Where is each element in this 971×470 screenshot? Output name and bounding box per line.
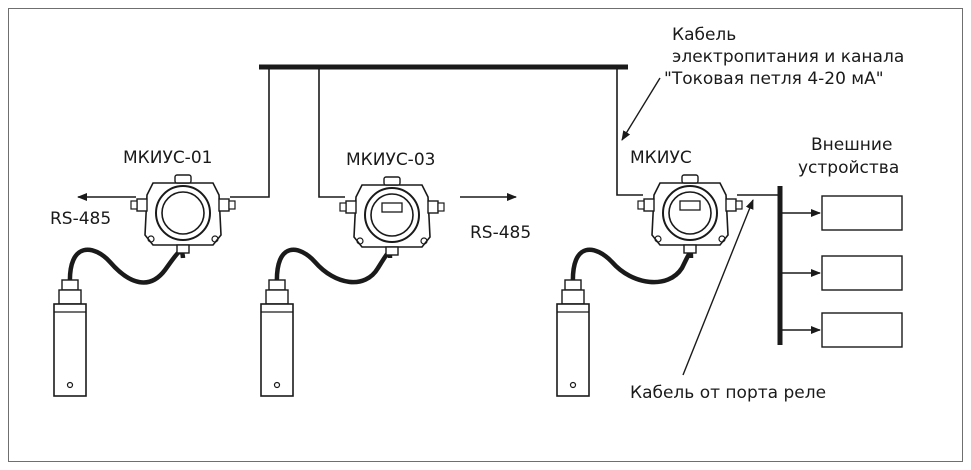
label-rs485-left: RS-485 <box>50 209 111 229</box>
label-cable-line2: электропитания и канала <box>672 47 904 67</box>
cable-pointer-arrow <box>621 77 661 141</box>
feed-line-device3 <box>616 67 643 196</box>
probe-cable-3 <box>570 247 694 286</box>
probe-cable-1 <box>67 247 186 286</box>
device-mkius <box>637 174 743 254</box>
probe-2 <box>260 279 294 397</box>
label-device2: МКИУС-03 <box>346 150 435 170</box>
probe-1 <box>53 279 87 397</box>
device-mkius-01 <box>130 174 236 254</box>
label-external-line1: Внешние <box>811 135 892 155</box>
external-device-1 <box>821 195 903 231</box>
label-cable-line3: "Токовая петля 4-20 мА" <box>664 69 884 89</box>
label-device1: МКИУС-01 <box>123 148 212 168</box>
external-device-3 <box>821 312 903 348</box>
feed-line-device1 <box>230 67 270 198</box>
probe-3 <box>556 279 590 397</box>
label-rs485-right: RS-485 <box>470 223 531 243</box>
diagram-frame <box>8 8 963 462</box>
relay-pointer-arrow <box>682 199 754 376</box>
label-device3: МКИУС <box>630 148 692 168</box>
probe-cable-2 <box>274 247 393 286</box>
label-external-line2: устройства <box>798 158 899 178</box>
feed-line-device2 <box>318 67 345 198</box>
label-cable-line1: Кабель <box>672 25 736 45</box>
label-relay-cable: Кабель от порта реле <box>630 383 826 403</box>
external-device-2 <box>821 255 903 291</box>
device-mkius-03 <box>339 176 445 256</box>
